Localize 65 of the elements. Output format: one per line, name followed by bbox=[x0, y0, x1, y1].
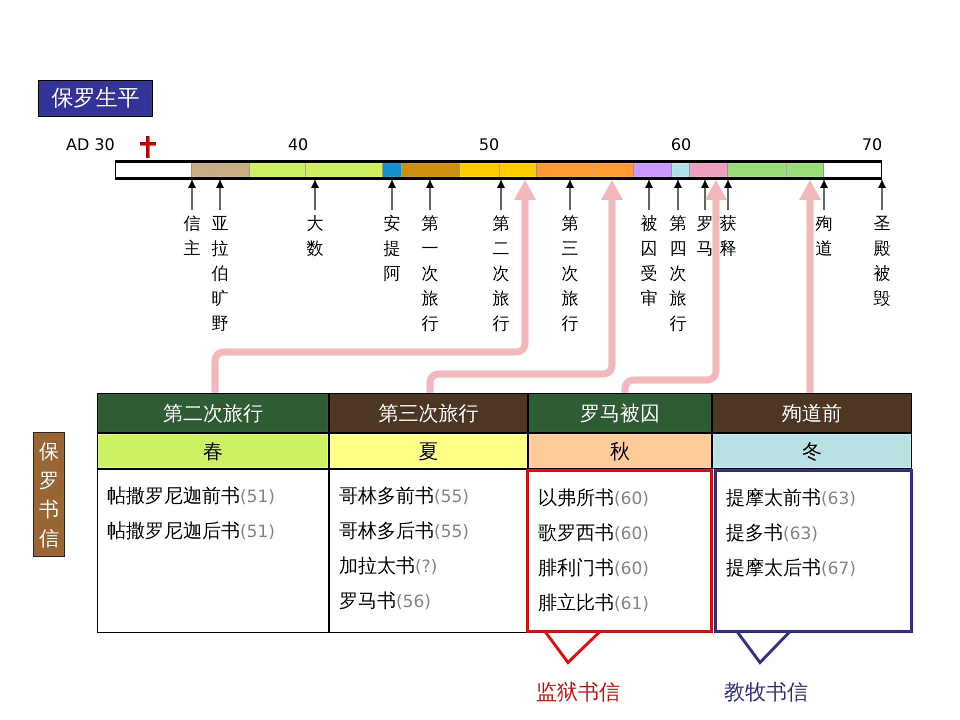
event-label: 大数 bbox=[306, 212, 324, 262]
letter-entry: 提多书(63) bbox=[726, 521, 819, 546]
arrow bbox=[878, 180, 886, 210]
event-label: 被囚受审 bbox=[640, 212, 658, 312]
letters-cell bbox=[97, 469, 329, 633]
arrow bbox=[820, 180, 828, 210]
letter-entry: 歌罗西书(60) bbox=[538, 521, 650, 546]
arrow bbox=[216, 180, 224, 210]
arrow bbox=[311, 180, 319, 210]
callout-label: 监狱书信 bbox=[536, 679, 620, 706]
letter-entry: 提摩太后书(67) bbox=[726, 556, 857, 581]
letter-entry: 腓立比书(61) bbox=[538, 591, 650, 616]
curved-arrow bbox=[799, 180, 821, 393]
curved-arrow bbox=[212, 180, 536, 393]
arrow bbox=[426, 180, 434, 210]
season-cell: 冬 bbox=[712, 433, 912, 469]
event-label: 圣殿被毁 bbox=[874, 212, 890, 312]
event-label: 第二次旅行 bbox=[492, 212, 510, 337]
year-label: 50 bbox=[478, 134, 500, 156]
letters-cell bbox=[329, 469, 528, 633]
year-label: 40 bbox=[288, 134, 308, 156]
arrow bbox=[566, 180, 574, 210]
letter-entry: 哥林多后书(55) bbox=[339, 519, 470, 544]
letter-entry: 帖撒罗尼迦前书(51) bbox=[107, 484, 276, 509]
year-label: 60 bbox=[670, 134, 692, 156]
event-label: 获释 bbox=[720, 212, 736, 262]
letter-entry: 哥林多前书(55) bbox=[339, 484, 470, 509]
letter-entry: 加拉太书(?) bbox=[339, 554, 438, 579]
arrow bbox=[188, 180, 196, 210]
season-cell: 春 bbox=[97, 433, 329, 469]
callout-label: 教牧书信 bbox=[724, 679, 808, 706]
event-label: 第四次旅行 bbox=[670, 212, 686, 337]
letter-entry: 以弗所书(60) bbox=[538, 486, 650, 511]
event-label: 亚拉伯旷野 bbox=[212, 212, 228, 337]
season-cell: 秋 bbox=[528, 433, 712, 469]
title-box: 保罗生平 bbox=[38, 80, 153, 117]
arrow bbox=[645, 180, 653, 210]
letter-entry: 帖撒罗尼迦后书(51) bbox=[107, 519, 276, 544]
year-label: AD 30 bbox=[66, 134, 115, 156]
section-label: 保罗书信 bbox=[33, 432, 65, 557]
timeline-bar bbox=[115, 160, 882, 180]
event-label: 第三次旅行 bbox=[562, 212, 578, 337]
letter-entry: 腓利门书(60) bbox=[538, 556, 650, 581]
curved-arrow bbox=[426, 180, 623, 393]
arrow bbox=[497, 180, 505, 210]
event-label: 第一次旅行 bbox=[422, 212, 438, 337]
arrow bbox=[674, 180, 682, 210]
event-label: 信主 bbox=[184, 212, 200, 262]
arrow bbox=[388, 180, 396, 210]
event-label: 殉道 bbox=[816, 212, 832, 262]
letters-cell bbox=[526, 469, 713, 633]
season-cell: 夏 bbox=[329, 433, 528, 469]
column-header: 殉道前 bbox=[712, 393, 912, 433]
column-header: 第二次旅行 bbox=[97, 393, 329, 433]
column-header: 罗马被囚 bbox=[528, 393, 712, 433]
letter-entry: 罗马书(56) bbox=[339, 589, 432, 614]
year-label: 70 bbox=[862, 134, 882, 156]
curved-arrow bbox=[622, 180, 727, 394]
letter-entry: 提摩太前书(63) bbox=[726, 486, 857, 511]
event-label: 安提阿 bbox=[384, 212, 400, 287]
column-header: 第三次旅行 bbox=[329, 393, 528, 433]
arrow bbox=[701, 180, 709, 210]
letters-cell bbox=[714, 469, 913, 633]
event-label: 罗马 bbox=[696, 212, 714, 262]
arrow bbox=[724, 180, 732, 210]
